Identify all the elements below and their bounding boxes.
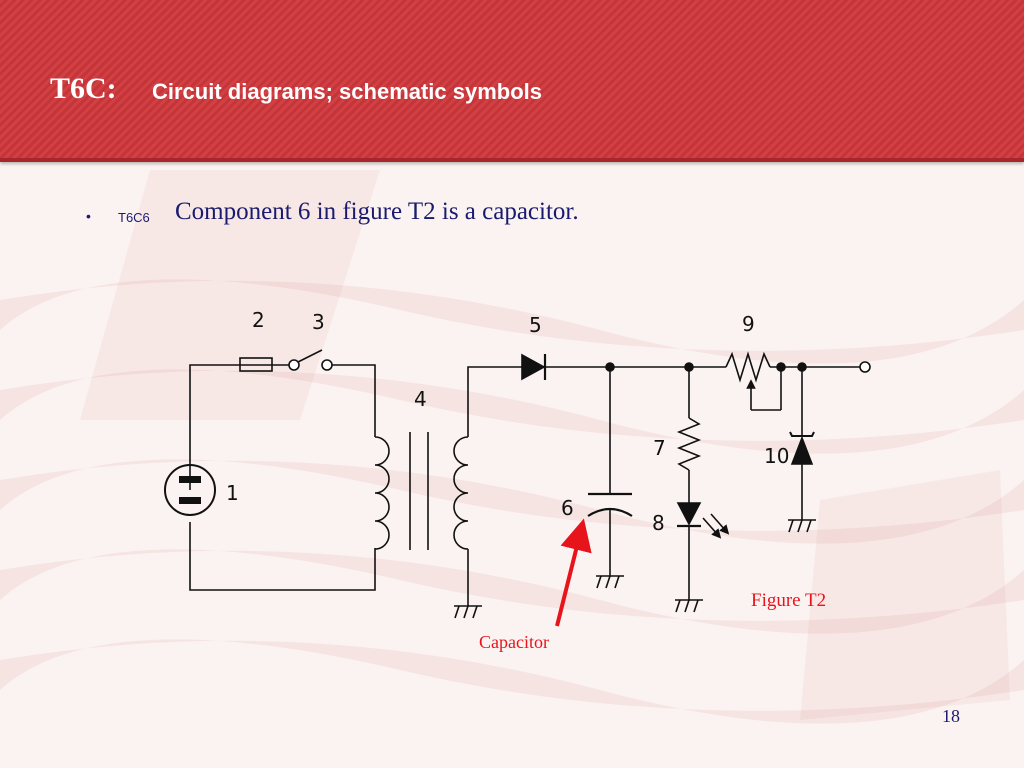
capacitor-symbol (587, 492, 633, 517)
wire-secondary-top (467, 366, 522, 437)
component-label-1: 1 (226, 481, 239, 505)
capacitor-callout-arrow (555, 518, 592, 627)
switch-symbol (288, 349, 333, 371)
component-label-9: 9 (742, 312, 755, 336)
component-label-5: 5 (529, 313, 542, 337)
transformer-symbol (374, 432, 469, 550)
question-code: T6C6 (118, 210, 150, 225)
ground-symbol-led (675, 599, 703, 613)
ground-symbol-zener (788, 519, 816, 533)
component-label-7: 7 (653, 436, 666, 460)
ac-outlet-symbol (164, 464, 216, 516)
slide-title-code: T6C: (50, 72, 117, 105)
figure-caption: Figure T2 (751, 590, 827, 611)
capacitor-callout-label: Capacitor (479, 632, 549, 652)
component-label-4: 4 (414, 387, 427, 411)
bullet-marker: • (86, 208, 91, 224)
ground-symbol-transformer (454, 605, 482, 619)
output-terminal (859, 361, 871, 373)
component-label-10: 10 (764, 444, 789, 468)
resistor-symbol (676, 417, 702, 471)
component-label-8: 8 (652, 511, 665, 535)
zener-diode-symbol (789, 431, 815, 465)
component-label-6: 6 (561, 496, 574, 520)
component-label-2: 2 (252, 308, 265, 332)
question-text: Component 6 in figure T2 is a capacitor. (175, 198, 579, 225)
diode-symbol (521, 353, 547, 381)
wire-primary-top-left (189, 364, 240, 490)
fuse-symbol (239, 357, 273, 372)
page-number: 18 (942, 706, 960, 726)
wire-primary-top-right (330, 364, 376, 437)
slide-header-banner (0, 0, 1024, 162)
slide-title: Circuit diagrams; schematic symbols (152, 79, 543, 104)
potentiometer-symbol (725, 351, 771, 383)
led-symbol (676, 502, 730, 539)
wire-primary-bottom (189, 522, 376, 591)
potentiometer-wiper (746, 367, 782, 411)
ground-symbol-capacitor (596, 575, 624, 589)
component-label-3: 3 (312, 310, 325, 334)
